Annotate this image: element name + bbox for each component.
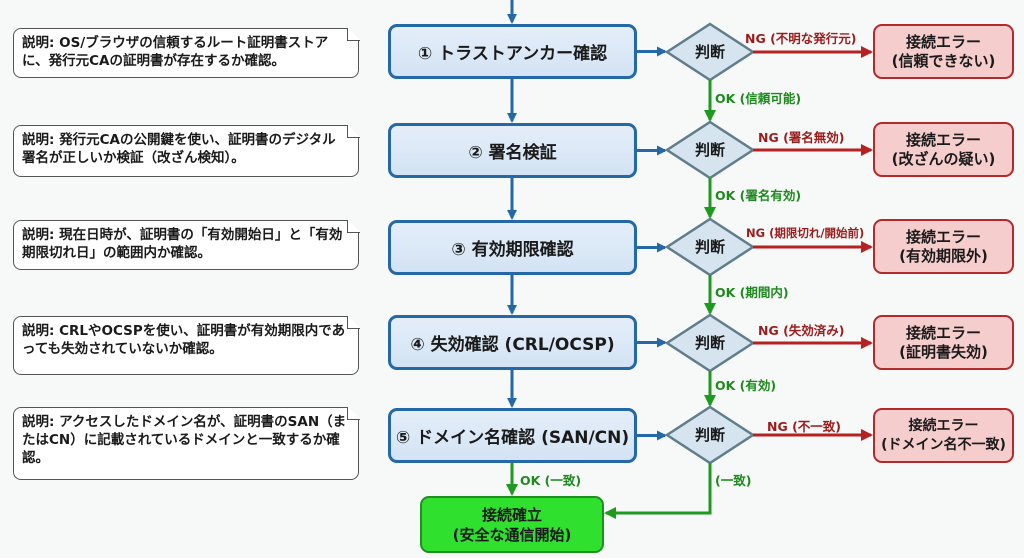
success-subtitle: (安全な通信開始)	[452, 525, 572, 544]
note-step-4: 説明: CRLやOCSPを使い、証明書が有効期限内であっても失効されていないか確…	[13, 315, 360, 375]
step-label: ③ 有効期限確認	[451, 240, 574, 260]
success-connection-established: 接続確立 (安全な通信開始)	[420, 496, 604, 553]
step-revocation: ④ 失効確認 (CRL/OCSP)	[388, 315, 637, 370]
ok-label-3: OK (期間内)	[715, 285, 789, 300]
error-revoked: 接続エラー(証明書失効)	[873, 315, 1014, 370]
error-reason: (有効期限外)	[899, 246, 988, 265]
decision-label-2: 判断	[694, 141, 725, 159]
ok-label-final: OK (一致)	[520, 473, 582, 488]
decision-label-4: 判断	[694, 334, 725, 352]
decision-label-3: 判断	[694, 238, 725, 256]
ok-arrow-5	[604, 463, 712, 519]
error-reason: (改ざんの疑い)	[891, 149, 996, 168]
error-reason: (信頼できない)	[891, 51, 996, 70]
note-step-5: 説明: アクセスしたドメイン名が、証明書のSAN（またはCN）に記載されているド…	[13, 406, 360, 480]
ok-label-4: OK (有効)	[715, 378, 777, 393]
ng-label-5: NG (不一致)	[767, 419, 841, 434]
error-domain-mismatch: 接続エラー (ドメイン名不一致)	[873, 408, 1014, 463]
ok-label-1: OK (信頼可能)	[715, 91, 802, 106]
error-title: 接続エラー	[905, 227, 981, 246]
step-trust-anchor: ① トラストアンカー確認	[388, 24, 637, 79]
note-step-2: 説明: 発行元CAの公開鍵を使い、証明書のデジタル署名が正しいか検証（改ざん検知…	[13, 124, 360, 177]
ok-label-2: OK (署名有効)	[715, 188, 802, 203]
note-fold-icon	[346, 406, 360, 420]
note-text: 説明: 現在日時が、証明書の「有効開始日」と「有効期限切れ日」の範囲内か確認。	[22, 227, 343, 261]
note-fold-icon	[346, 219, 360, 233]
step-domain-name: ⑤ ドメイン名確認 (SAN/CN)	[388, 408, 637, 463]
decision-label-1: 判断	[694, 43, 725, 61]
error-tampered: 接続エラー(改ざんの疑い)	[873, 122, 1014, 177]
error-reason: (ドメイン名不一致)	[881, 436, 1006, 453]
error-title: 接続エラー	[905, 32, 981, 51]
step-label: ⑤ ドメイン名確認 (SAN/CN)	[395, 428, 630, 448]
ng-label-1: NG (不明な発行元)	[745, 31, 857, 46]
error-untrusted: 接続エラー(信頼できない)	[873, 24, 1014, 79]
ng-label-2: NG (署名無効)	[758, 130, 845, 145]
note-step-3: 説明: 現在日時が、証明書の「有効開始日」と「有効期限切れ日」の範囲内か確認。	[13, 219, 360, 270]
note-fold-icon	[346, 315, 360, 329]
note-text: 説明: OS/ブラウザの信頼するルート証明書ストアに、発行元CAの証明書が存在す…	[22, 35, 329, 69]
ok-label-5: (一致)	[715, 473, 752, 488]
error-title: 接続エラー	[905, 323, 981, 342]
error-title: 接続エラー	[905, 130, 981, 149]
success-title: 接続確立	[481, 505, 542, 524]
note-text: 説明: 発行元CAの公開鍵を使い、証明書のデジタル署名が正しいか検証（改ざん検知…	[22, 132, 336, 166]
step-signature: ② 署名検証	[388, 123, 637, 178]
error-reason: (証明書失効)	[899, 342, 988, 361]
note-text: 説明: CRLやOCSPを使い、証明書が有効期限内であっても失効されていないか確…	[22, 323, 346, 357]
note-step-1: 説明: OS/ブラウザの信頼するルート証明書ストアに、発行元CAの証明書が存在す…	[13, 27, 360, 78]
step-label: ② 署名検証	[468, 143, 557, 163]
step-label: ④ 失効確認 (CRL/OCSP)	[410, 335, 615, 355]
decision-label-5: 判断	[694, 426, 725, 444]
error-title: 接続エラー	[908, 417, 979, 434]
note-text: 説明: アクセスしたドメイン名が、証明書のSAN（またはCN）に記載されているド…	[22, 414, 347, 466]
step-label: ① トラストアンカー確認	[417, 44, 608, 64]
ng-label-3: NG (期限切れ/開始前)	[746, 226, 865, 240]
ng-label-4: NG (失効済み)	[758, 323, 845, 338]
note-fold-icon	[346, 124, 360, 138]
error-expired: 接続エラー(有効期限外)	[873, 219, 1014, 274]
note-fold-icon	[346, 27, 360, 41]
step-validity-period: ③ 有効期限確認	[388, 220, 637, 275]
